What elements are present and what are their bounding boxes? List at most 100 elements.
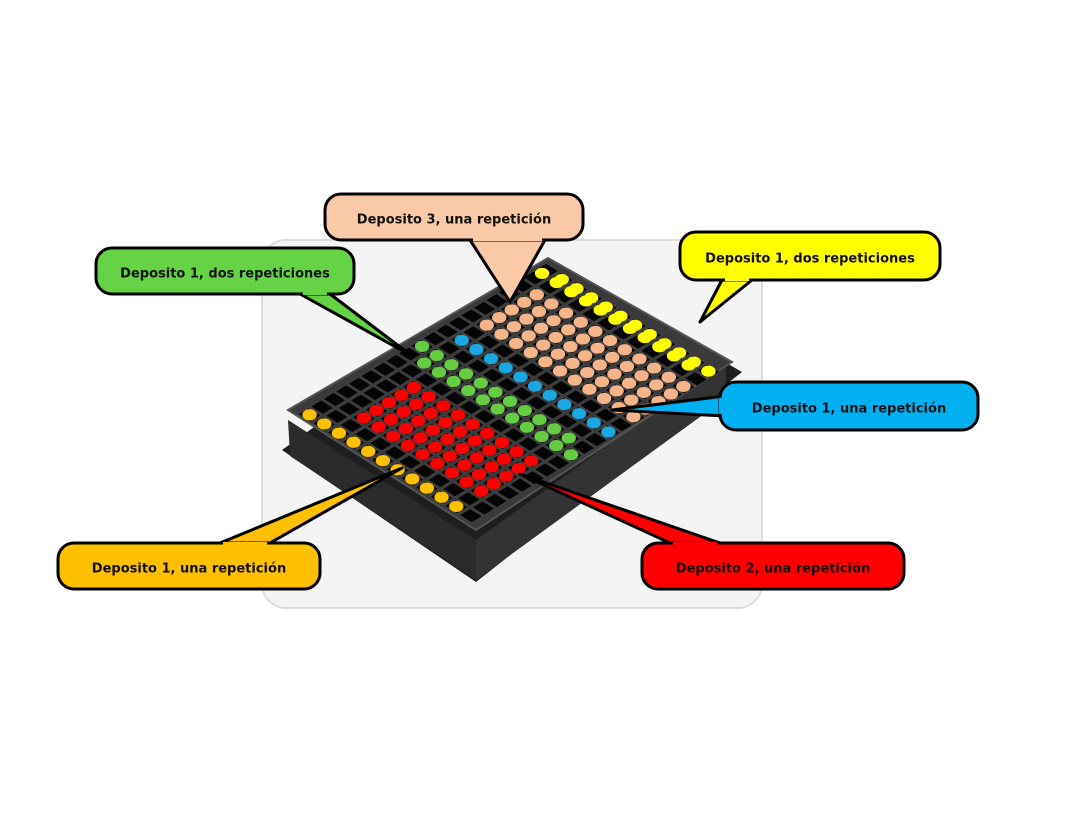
dot-red: [482, 444, 497, 456]
tray-cell: [481, 368, 506, 383]
dot-red: [442, 450, 457, 462]
callout-seam: [473, 235, 542, 241]
dot-yellow: [534, 267, 550, 280]
dot-red: [371, 421, 386, 433]
tray-cell: [466, 358, 491, 374]
tray-cell: [399, 363, 424, 379]
dot-peach: [479, 319, 494, 331]
dot-yellow: [593, 304, 608, 316]
dot-peach: [519, 313, 534, 325]
dot-red: [425, 424, 441, 436]
dot-orange: [302, 409, 317, 421]
tray-cell: [443, 390, 468, 406]
dot-blue: [498, 362, 513, 374]
dot-green: [517, 404, 532, 417]
dot-blue: [454, 334, 469, 346]
tray-cell: [502, 427, 527, 443]
dot-peach: [582, 383, 597, 395]
tray-cell: [508, 477, 533, 493]
tray-cell: [435, 323, 460, 339]
dot-yellow: [666, 350, 682, 362]
callout-deposito1-dos-green: Deposito 1, dos repeticiones: [94, 246, 414, 358]
dot-red: [413, 432, 428, 444]
callout-deposito2-una: Deposito 2, una repetición: [518, 472, 906, 591]
tray-cell: [412, 463, 437, 479]
dot-yellow: [578, 295, 594, 307]
dot-red: [467, 435, 482, 447]
dot-peach: [575, 333, 591, 345]
dot-green: [505, 412, 520, 424]
dot-red: [369, 404, 384, 416]
tray-cell: [554, 413, 579, 429]
dot-green: [561, 432, 576, 444]
tray-cell: [347, 376, 372, 392]
dot-blue: [571, 408, 587, 420]
tray-cell: [583, 432, 608, 448]
dot-green: [549, 440, 564, 452]
dot-red: [415, 448, 430, 461]
tray-cell: [447, 316, 472, 331]
dot-red: [394, 389, 409, 401]
tray-cell: [476, 334, 501, 350]
dot-red: [524, 455, 539, 467]
dot-red: [457, 459, 472, 471]
dot-peach: [602, 334, 618, 347]
dot-peach: [626, 411, 641, 423]
dot-peach: [646, 362, 662, 374]
tray-cell: [442, 482, 467, 498]
tray-cell: [472, 300, 497, 316]
dot-red: [398, 423, 413, 435]
dot-peach: [546, 315, 561, 327]
dot-blue: [513, 371, 528, 383]
tray-cell: [339, 418, 364, 433]
dot-red: [436, 400, 451, 412]
dot-peach: [594, 376, 610, 388]
dot-peach: [529, 289, 544, 301]
tray-cell: [427, 473, 452, 488]
dot-green: [444, 359, 459, 371]
dot-green: [461, 385, 476, 397]
dot-yellow: [608, 313, 623, 325]
tray-cell: [550, 380, 575, 396]
dot-red: [494, 436, 510, 449]
dot-red: [484, 461, 499, 473]
dot-red: [383, 413, 399, 426]
dot-peach: [517, 296, 532, 308]
tray-cell: [506, 352, 531, 368]
dot-peach: [504, 304, 519, 316]
dot-yellow: [549, 276, 564, 289]
dot-peach: [663, 388, 679, 400]
tray-cell: [608, 417, 633, 432]
tray-cell: [322, 392, 347, 407]
tray-cell: [525, 395, 550, 411]
dot-peach: [580, 366, 595, 379]
callout-seam: [725, 275, 749, 281]
tray-cell: [387, 370, 412, 386]
tray-side-front: [288, 420, 476, 580]
tray-cell: [337, 401, 362, 417]
dot-blue: [586, 417, 601, 429]
callout-box: [56, 541, 322, 591]
dot-peach: [550, 348, 566, 360]
dot-red: [430, 458, 445, 470]
dot-peach: [588, 325, 603, 338]
tray-cell: [483, 493, 508, 508]
dot-yellow: [564, 286, 579, 298]
dot-red: [450, 409, 466, 421]
tray-cell: [546, 455, 571, 470]
dot-green: [458, 368, 474, 380]
tray-cell: [385, 354, 410, 369]
tray-cell: [683, 371, 708, 387]
callout-box: [323, 192, 585, 242]
dot-orange: [434, 491, 449, 503]
dot-orange: [375, 455, 391, 467]
dot-blue: [527, 380, 543, 392]
tray-cell: [571, 439, 596, 455]
dot-red: [400, 439, 416, 452]
dot-peach: [596, 392, 612, 405]
dot-peach: [649, 379, 664, 391]
dot-peach: [563, 341, 578, 353]
dot-peach: [536, 339, 551, 351]
tray-cell: [520, 362, 545, 377]
dot-blue: [483, 353, 499, 365]
